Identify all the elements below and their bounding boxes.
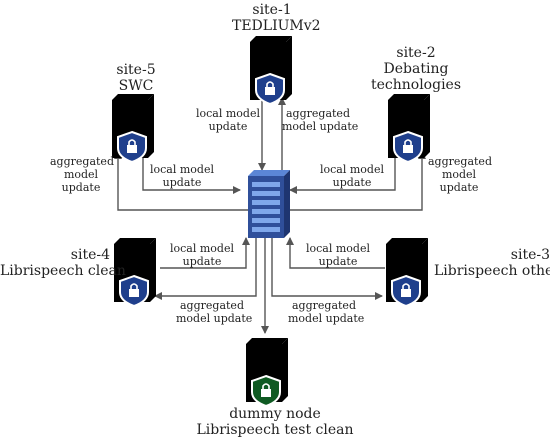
site4-name: site-4 bbox=[70, 247, 110, 263]
site4-label: site-4 Librispeech clean bbox=[0, 247, 126, 279]
server-shield-icon bbox=[112, 94, 154, 164]
dummy-dataset: Librispeech test clean bbox=[196, 422, 354, 438]
arrow-site3-to-center bbox=[286, 237, 385, 269]
arrow-center-to-site5 bbox=[114, 151, 248, 211]
site3-label: site-3 Librispeech other bbox=[434, 247, 550, 279]
central-server-icon bbox=[248, 170, 290, 238]
edge-label-line: model update bbox=[282, 120, 359, 133]
edge-label-line: local model bbox=[320, 163, 384, 176]
edge-label-line: aggregated bbox=[292, 299, 356, 312]
edge-label-line: aggregated bbox=[180, 299, 244, 312]
edge-label-line: model bbox=[63, 168, 99, 181]
site2-label: site-2 Debating technologies bbox=[368, 45, 464, 93]
edge-label-line: update bbox=[318, 255, 358, 268]
site2-name: site-2 bbox=[396, 45, 436, 61]
site2-dataset-line1: Debating bbox=[383, 61, 449, 77]
site2-dataset-line2: technologies bbox=[370, 77, 462, 93]
edge-label-line: aggregated bbox=[50, 155, 114, 168]
edge-label-site3-local: local model update bbox=[306, 242, 370, 268]
edge-label-site1-agg: aggregated model update bbox=[282, 107, 359, 133]
arrow-center-to-site4 bbox=[154, 238, 257, 300]
server-shield-icon bbox=[114, 238, 156, 308]
server-shield-icon bbox=[250, 36, 292, 106]
edge-label-line: model bbox=[441, 168, 477, 181]
edge-label-line: local model bbox=[170, 242, 234, 255]
edge-label-line: local model bbox=[150, 163, 214, 176]
edge-label-site4-agg: aggregated model update bbox=[176, 299, 253, 325]
edge-label-site3-agg: aggregated model update bbox=[288, 299, 365, 325]
edge-label-line: local model bbox=[196, 107, 260, 120]
edge-label-site2-agg: aggregated model update bbox=[428, 155, 492, 194]
edge-label-line: aggregated bbox=[286, 107, 350, 120]
edge-label-line: update bbox=[208, 120, 248, 133]
site5-name: site-5 bbox=[116, 62, 156, 78]
site3-dataset: Librispeech other bbox=[434, 263, 550, 279]
edge-label-line: model update bbox=[288, 312, 365, 325]
edge-label-site5-agg: aggregated model update bbox=[50, 155, 114, 194]
arrow-center-to-site2 bbox=[286, 151, 426, 211]
arrow-site5-to-center bbox=[142, 152, 241, 194]
edge-label-line: update bbox=[182, 255, 222, 268]
arrow-site2-to-center bbox=[289, 152, 396, 194]
edge-label-line: update bbox=[61, 181, 101, 194]
server-shield-icon bbox=[386, 238, 428, 308]
edge-label-line: aggregated bbox=[428, 155, 492, 168]
arrow-site4-to-center bbox=[160, 237, 250, 269]
site1-dataset: TEDLIUMv2 bbox=[232, 18, 321, 34]
server-shield-icon bbox=[388, 94, 430, 164]
edge-arrows bbox=[114, 97, 426, 334]
server-shield-icon bbox=[246, 338, 288, 408]
edge-label-line: update bbox=[439, 181, 479, 194]
edge-label-site1-local: local model update bbox=[196, 107, 260, 133]
edge-label-site4-local: local model update bbox=[170, 242, 234, 268]
edge-label-line: model update bbox=[176, 312, 253, 325]
site4-dataset: Librispeech clean bbox=[0, 263, 126, 279]
edge-label-site2-local: local model update bbox=[320, 163, 384, 189]
site1-label: site-1 TEDLIUMv2 bbox=[232, 2, 321, 34]
edge-label-line: update bbox=[332, 176, 372, 189]
edge-label-line: local model bbox=[306, 242, 370, 255]
site5-label: site-5 SWC bbox=[106, 62, 166, 94]
arrow-center-to-site3 bbox=[271, 238, 383, 300]
site3-name: site-3 bbox=[510, 247, 550, 263]
edge-label-line: update bbox=[162, 176, 202, 189]
dummy-label: dummy node Librispeech test clean bbox=[175, 406, 375, 438]
site1-name: site-1 bbox=[252, 2, 292, 18]
site5-dataset: SWC bbox=[118, 78, 154, 94]
edge-label-site5-local: local model update bbox=[150, 163, 214, 189]
dummy-name: dummy node bbox=[229, 406, 321, 422]
